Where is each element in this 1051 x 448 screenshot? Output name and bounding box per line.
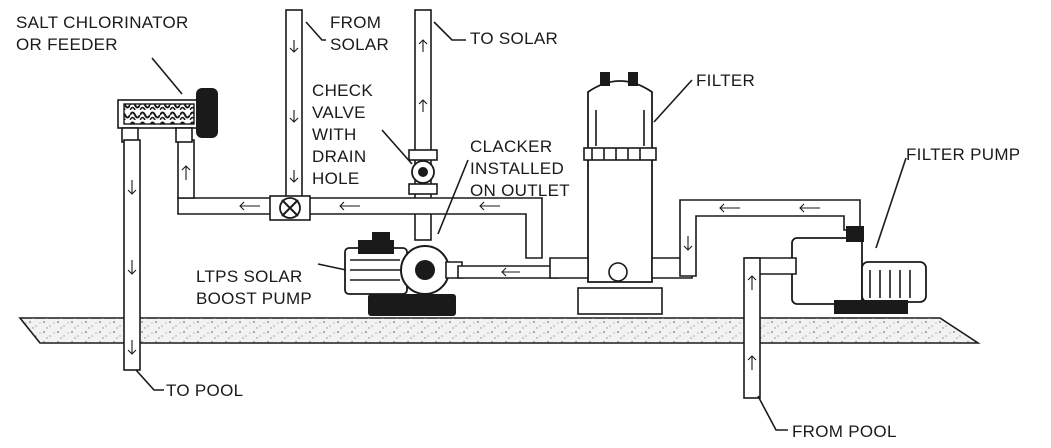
label-ltps-2: BOOST PUMP — [196, 289, 312, 308]
label-from-solar-1: FROM — [330, 13, 381, 32]
label-salt-chlorinator-1: SALT CHLORINATOR — [16, 13, 189, 32]
labels: SALT CHLORINATOR OR FEEDER FROM SOLAR TO… — [16, 13, 1020, 441]
label-filter: FILTER — [696, 71, 755, 90]
label-check-valve-1: CHECK — [312, 81, 373, 100]
filter-pump-pipe — [679, 199, 861, 277]
ground-slab — [18, 317, 981, 344]
label-from-pool: FROM POOL — [792, 422, 897, 441]
from-solar-pipe — [285, 9, 303, 203]
label-from-solar-2: SOLAR — [330, 35, 389, 54]
ltps-boost-pump — [344, 232, 559, 316]
label-clacker-3: ON OUTLET — [470, 181, 570, 200]
label-to-pool: TO POOL — [166, 381, 243, 400]
label-salt-chlorinator-2: OR FEEDER — [16, 35, 118, 54]
salt-chlorinator — [117, 88, 218, 143]
label-to-solar: TO SOLAR — [470, 29, 558, 48]
label-ltps-1: LTPS SOLAR — [196, 267, 303, 286]
from-pool-pipe — [743, 257, 761, 399]
label-check-valve-5: HOLE — [312, 169, 360, 188]
filter — [549, 72, 693, 315]
return-pipe-top — [177, 139, 543, 259]
leader-lines — [135, 21, 907, 431]
label-check-valve-3: WITH — [312, 125, 357, 144]
filter-pump — [745, 226, 927, 314]
label-filter-pump: FILTER PUMP — [906, 145, 1020, 164]
label-clacker-2: INSTALLED — [470, 159, 564, 178]
label-check-valve-2: VALVE — [312, 103, 366, 122]
label-clacker-1: CLACKER — [470, 137, 552, 156]
to-pool-pipe — [123, 139, 141, 371]
check-valve — [408, 149, 438, 195]
bypass-valve — [269, 195, 311, 221]
label-check-valve-4: DRAIN — [312, 147, 366, 166]
